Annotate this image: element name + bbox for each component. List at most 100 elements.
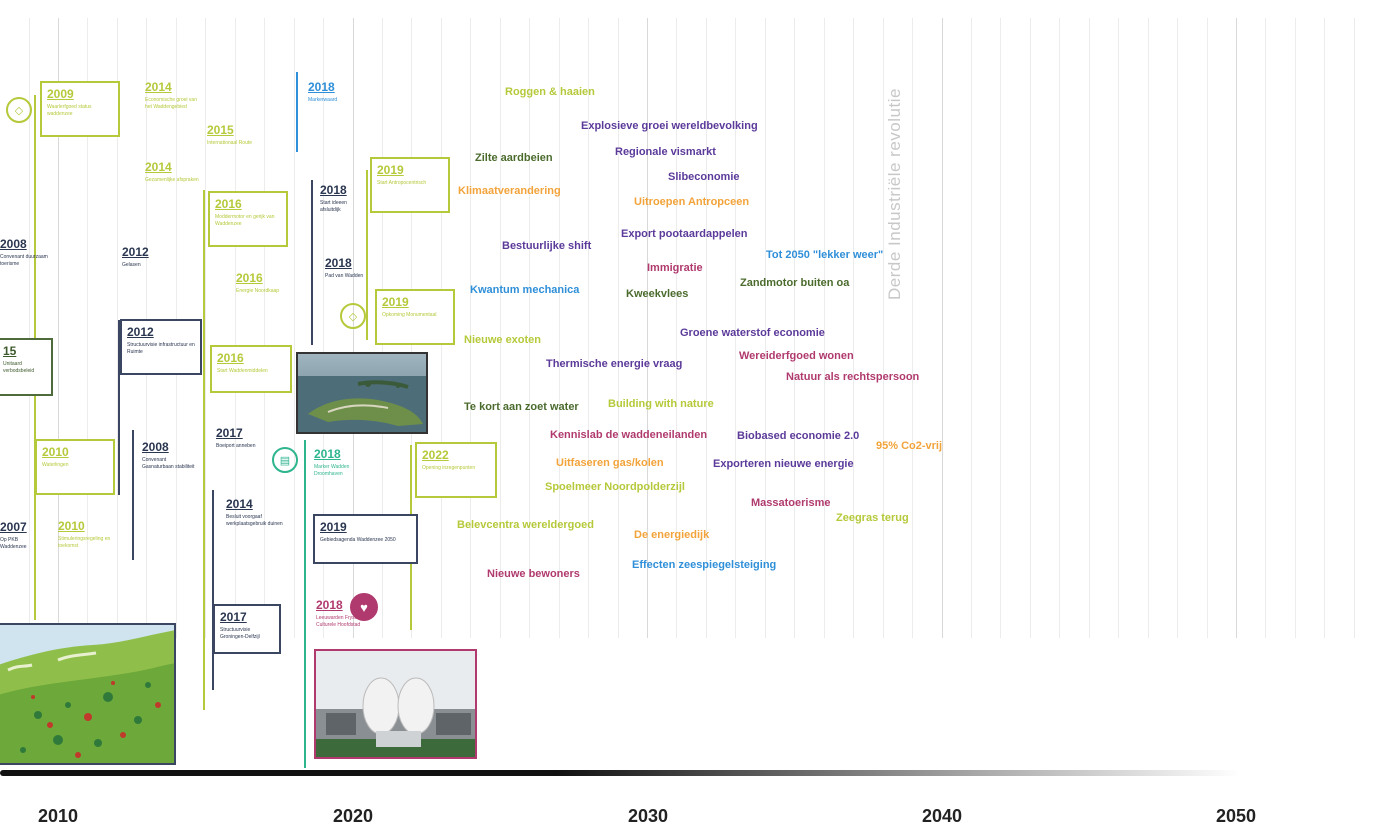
- theme-label[interactable]: Kwantum mechanica: [470, 284, 580, 296]
- theme-label[interactable]: Building with nature: [608, 398, 714, 410]
- theme-label[interactable]: Spoelmeer Noordpolderzijl: [545, 481, 685, 493]
- heritage-icon: ◇: [6, 97, 32, 123]
- event-desc: Opkoming Monumentaal: [382, 312, 437, 318]
- theme-label[interactable]: Kweekvlees: [626, 288, 689, 300]
- grid-line: [294, 18, 295, 638]
- event-year: 2019: [382, 295, 409, 309]
- event-box-2015-b[interactable]: 15 Unitaard verbodsbeleid: [0, 338, 53, 396]
- event-2017-a[interactable]: 2017 Boeiport anneben: [216, 426, 276, 450]
- axis-label-2020: 2020: [332, 806, 374, 826]
- event-box-2012-b[interactable]: 2012 Structuurvisie infrastructuur en Ru…: [120, 319, 202, 375]
- grid-line: [29, 18, 30, 638]
- event-box-2019-c[interactable]: 2019 Gebiedsagenda Waddenzee 2050: [313, 514, 418, 564]
- theme-label[interactable]: 95% Co2-vrij: [876, 440, 943, 452]
- grid-line: [559, 18, 560, 638]
- grid-line: [117, 18, 118, 638]
- event-2015-a[interactable]: 2015 Internationaal Route: [207, 123, 262, 147]
- theme-label[interactable]: Regionale vismarkt: [615, 146, 716, 158]
- event-year: 2017: [220, 610, 247, 624]
- event-box-2009[interactable]: 2009 Waarlerfgoed status waddenzee: [40, 81, 120, 137]
- grid-line: [58, 18, 59, 638]
- event-2018-d[interactable]: 2018 Marker Wadden Droomhaven: [314, 447, 369, 478]
- theme-label[interactable]: Zeegras terug: [836, 512, 909, 524]
- theme-label[interactable]: Biobased economie 2.0: [737, 430, 860, 442]
- event-2012-a[interactable]: 2012 Gelasen: [122, 245, 182, 269]
- event-2008-a[interactable]: 2008 Convenant duurzaam toerisme: [0, 237, 62, 268]
- theme-label[interactable]: Export pootaardappelen: [621, 228, 748, 240]
- event-2010-b[interactable]: 2010 Stimuleringsregeling en toekomst: [58, 519, 118, 550]
- event-desc: Structuurvisie Groningen-Delfzijl: [220, 627, 260, 640]
- theme-label[interactable]: Groene waterstof economie: [680, 327, 825, 339]
- theme-label[interactable]: Uitroepen Antropceen: [634, 196, 750, 208]
- grid-line: [1295, 18, 1296, 638]
- event-year: 2018: [308, 80, 335, 94]
- grid-line: [735, 18, 736, 638]
- event-2008-b[interactable]: 2008 Convenant Gasnaturbaan stabiliteit: [142, 440, 198, 471]
- event-box-2019-a[interactable]: 2019 Start Antropocentrisch: [370, 157, 450, 213]
- theme-label[interactable]: Massatoerisme: [751, 497, 831, 509]
- event-box-2022[interactable]: 2022 Opening inzegenpunten: [415, 442, 497, 498]
- event-2014-c[interactable]: 2014 Besluit voorgaaf werkplaatsgebruik …: [226, 497, 286, 528]
- event-year: 2014: [145, 160, 172, 174]
- heritage-icon: ◇: [340, 303, 366, 329]
- theme-label[interactable]: Effecten zeespiegelsteiging: [632, 559, 777, 571]
- map-drawing: [0, 625, 174, 763]
- theme-label[interactable]: Immigratie: [647, 262, 703, 274]
- event-box-2016-a[interactable]: 2016 Moddermotor en gerijk van Waddenzee: [208, 191, 288, 247]
- theme-label[interactable]: Bestuurlijke shift: [502, 240, 592, 252]
- event-desc: Op PKB Waddenzee: [0, 537, 27, 550]
- event-2014-b[interactable]: 2014 Gezamenlijke afspraken: [145, 160, 205, 184]
- connector-line: [132, 430, 134, 560]
- event-box-2016-c[interactable]: 2016 Start Waddenmiddelen: [210, 345, 292, 393]
- event-2018-b[interactable]: 2018 Start ideeen afsluitdijk: [320, 183, 365, 214]
- theme-label[interactable]: Uitfaseren gas/kolen: [556, 457, 664, 469]
- theme-label[interactable]: Te kort aan zoet water: [464, 401, 579, 413]
- event-desc: Waterlingen: [42, 462, 69, 468]
- grid-line: [647, 18, 648, 638]
- theme-label[interactable]: Slibeconomie: [668, 171, 740, 183]
- theme-label[interactable]: Exporteren nieuwe energie: [713, 458, 854, 470]
- theme-label[interactable]: Zilte aardbeien: [475, 152, 553, 164]
- event-year: 2018: [314, 447, 341, 461]
- event-2016-b[interactable]: 2016 Energie Noordkaap: [236, 271, 296, 295]
- grid-line: [676, 18, 677, 638]
- grid-line: [1177, 18, 1178, 638]
- event-box-2017-b[interactable]: 2017 Structuurvisie Groningen-Delfzijl: [213, 604, 281, 654]
- grid-line: [1059, 18, 1060, 638]
- theme-label[interactable]: Explosieve groei wereldbevolking: [581, 120, 758, 132]
- theme-label[interactable]: Wereiderfgoed wonen: [739, 350, 854, 362]
- event-desc: Gebiedsagenda Waddenzee 2050: [320, 537, 396, 543]
- grid-line: [500, 18, 501, 638]
- event-box-2010-a[interactable]: 2010 Waterlingen: [35, 439, 115, 495]
- theme-label[interactable]: Nieuwe bewoners: [487, 568, 580, 580]
- theme-label[interactable]: De energiedijk: [634, 529, 710, 541]
- axis-label-2010: 2010: [37, 806, 79, 826]
- grid-line: [1236, 18, 1237, 638]
- grid-line: [264, 18, 265, 638]
- theme-label[interactable]: Thermische energie vraag: [546, 358, 683, 370]
- theme-label[interactable]: Klimaatverandering: [458, 185, 561, 197]
- event-desc: Boeiport anneben: [216, 443, 256, 449]
- event-desc: Gelasen: [122, 262, 141, 268]
- theme-label[interactable]: Nieuwe exoten: [464, 334, 542, 346]
- event-year: 2018: [320, 183, 347, 197]
- event-2018-e[interactable]: 2018 Leeuwarden Fryslân Culturele Hoofds…: [316, 598, 378, 629]
- event-2018-c[interactable]: 2018 Pad van Wadden: [325, 256, 370, 280]
- theme-label[interactable]: Kennislab de waddeneilanden: [550, 429, 708, 441]
- theme-label[interactable]: Roggen & haaien: [505, 86, 595, 98]
- event-year: 2010: [42, 445, 69, 459]
- event-box-2019-b[interactable]: 2019 Opkoming Monumentaal: [375, 289, 455, 345]
- event-2018-a[interactable]: 2018 Markerwaard: [308, 80, 358, 104]
- event-desc: Convenant duurzaam toerisme: [0, 254, 48, 267]
- event-2007[interactable]: 2007 Op PKB Waddenzee: [0, 520, 40, 551]
- grid-line: [87, 18, 88, 638]
- theme-label[interactable]: Belevcentra wereldergoed: [457, 519, 594, 531]
- event-year: 2007: [0, 520, 27, 534]
- theme-label[interactable]: Tot 2050 "lekker weer": [766, 249, 884, 261]
- theme-label[interactable]: Zandmotor buiten oa: [740, 277, 850, 289]
- theme-label[interactable]: Natuur als rechtspersoon: [786, 371, 920, 383]
- event-2014-a[interactable]: 2014 Economische groei van het Waddengeb…: [145, 80, 205, 111]
- connector-line: [296, 72, 298, 152]
- map-image: [0, 623, 176, 765]
